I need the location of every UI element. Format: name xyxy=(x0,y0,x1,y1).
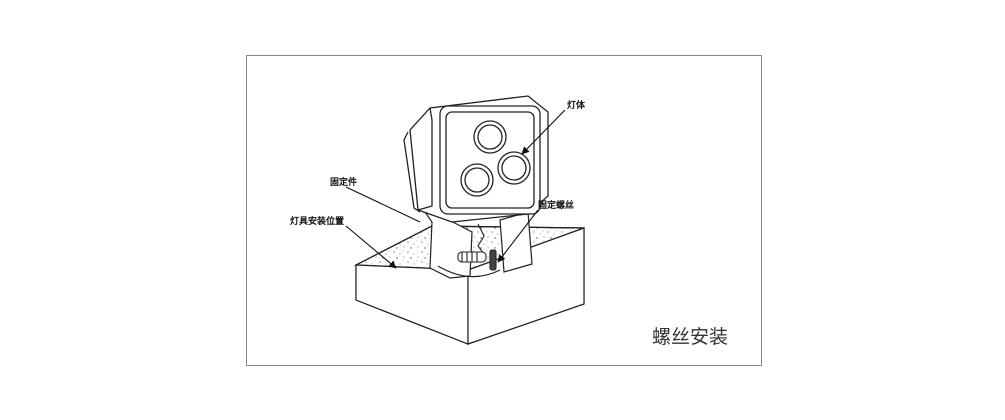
label-bracket: 固定件 xyxy=(330,178,358,188)
leader-bracket xyxy=(345,186,421,223)
label-install-position: 灯具安装位置 xyxy=(290,217,345,227)
leader-lamp-body xyxy=(521,109,566,155)
label-lamp-body: 灯体 xyxy=(567,101,586,111)
diagram-frame xyxy=(246,55,762,366)
diagram-caption: 螺丝安装 xyxy=(652,326,729,348)
leader-fixing-screw xyxy=(497,209,539,263)
leader-install-position xyxy=(345,225,397,269)
label-fixing-screw: 固定螺丝 xyxy=(538,201,575,211)
leader-lines xyxy=(345,109,566,269)
fixing-screw xyxy=(457,223,497,271)
lamp-body xyxy=(403,95,549,223)
